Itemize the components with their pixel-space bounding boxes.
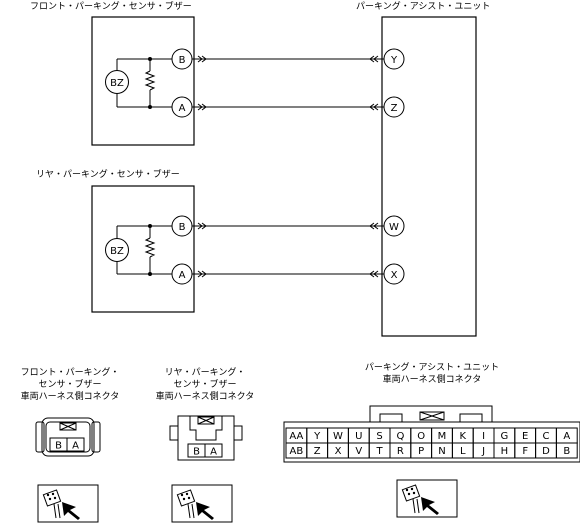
- rear-caption-line2: センサ・ブザー: [173, 378, 236, 390]
- unit-conn-cell-label: L: [460, 446, 466, 457]
- front-buzzer-title: フロント・パーキング・センサ・ブザー: [30, 0, 192, 12]
- unit-conn-cell-label: AA: [289, 431, 303, 442]
- unit-conn-cell-label: D: [542, 446, 550, 457]
- unit-conn-cell-label: Y: [313, 431, 321, 442]
- unit-conn-cell-label: M: [438, 431, 447, 442]
- rear-connector-caption: リヤ・パーキング・ センサ・ブザー 車両ハーネス側コネクタ: [156, 366, 255, 402]
- unit-pin-z-label: Z: [391, 103, 398, 114]
- front-pin-b-label: B: [179, 55, 186, 66]
- unit-caption-line2: 車両ハーネス側コネクタ: [383, 373, 482, 385]
- assist-unit-title: パーキング・アシスト・ユニット: [356, 0, 490, 12]
- unit-conn-cell-label: E: [522, 431, 528, 442]
- unit-pin-w-label: W: [389, 222, 399, 233]
- rear-probe-icon: [171, 484, 233, 523]
- unit-conn-cell-label: A: [563, 431, 570, 442]
- unit-pin-y-label: Y: [390, 55, 398, 66]
- unit-conn-cell-label: J: [481, 446, 485, 457]
- unit-pin-x-label: X: [391, 270, 398, 281]
- front-conn-cell-a-label: A: [72, 441, 79, 452]
- front-buzzer-box: BZ B A: [91, 16, 195, 146]
- front-probe-icon: [37, 484, 99, 523]
- rear-connector: B A: [169, 415, 243, 461]
- rear-buzzer-title: リヤ・パーキング・センサ・ブザー: [36, 168, 180, 180]
- unit-conn-cell-label: H: [501, 446, 509, 457]
- unit-conn-cell-label: T: [376, 446, 384, 457]
- front-connector: B A: [35, 417, 101, 457]
- unit-conn-cell-label: AB: [290, 446, 304, 457]
- unit-conn-cell-label: W: [333, 431, 343, 442]
- unit-conn-cell-label: N: [438, 446, 445, 457]
- rear-caption-line3: 車両ハーネス側コネクタ: [156, 390, 255, 402]
- unit-conn-cell-label: G: [501, 431, 509, 442]
- unit-conn-cell-label: C: [543, 431, 550, 442]
- rear-buzzer-label: BZ: [110, 246, 124, 257]
- unit-conn-cell-label: F: [522, 446, 528, 457]
- unit-conn-cell-label: R: [397, 446, 404, 457]
- front-conn-cell-a: [66, 437, 85, 452]
- rear-caption-line1: リヤ・パーキング・: [165, 366, 246, 378]
- unit-connector: AA Y W U S Q O M K I G E C A AB Z X V T R P N L J H F D B: [283, 405, 580, 463]
- unit-conn-cell: [555, 442, 578, 459]
- rear-resistor-icon: [144, 237, 156, 258]
- front-conn-cell-b-label: B: [55, 441, 62, 452]
- unit-conn-cell-label: I: [482, 431, 485, 442]
- unit-conn-cell-label: Q: [396, 431, 404, 442]
- front-caption-line1: フロント・パーキング・: [21, 366, 120, 378]
- front-buzzer-label: BZ: [110, 78, 124, 89]
- unit-connector-outline: [283, 421, 580, 463]
- unit-conn-cell-label: S: [376, 431, 382, 442]
- rear-buzzer-box: BZ B A: [91, 185, 195, 313]
- unit-conn-cell-label: V: [355, 446, 362, 457]
- wires: [192, 55, 384, 278]
- unit-conn-cell-label: B: [563, 446, 570, 457]
- assist-unit-box: Y Z W X: [381, 16, 477, 337]
- rear-conn-cell-a: [204, 443, 223, 458]
- unit-conn-cell-label: Z: [314, 446, 321, 457]
- front-caption-line2: センサ・ブザー: [38, 378, 101, 390]
- front-caption-line3: 車両ハーネス側コネクタ: [21, 390, 120, 402]
- rear-conn-cell-b-label: B: [193, 447, 200, 458]
- front-pin-a-label: A: [179, 103, 186, 114]
- unit-conn-cell-label: P: [418, 446, 424, 457]
- front-connector-caption: フロント・パーキング・ センサ・ブザー 車両ハーネス側コネクタ: [21, 366, 120, 402]
- rear-conn-cell-a-label: A: [210, 447, 217, 458]
- front-resistor-icon: [144, 70, 156, 91]
- rear-pin-a-label: A: [179, 270, 186, 281]
- unit-caption-line1: パーキング・アシスト・ユニット: [365, 361, 499, 373]
- unit-conn-cell-label: U: [355, 431, 362, 442]
- unit-conn-cell-label: X: [335, 446, 342, 457]
- unit-conn-cell-label: K: [460, 431, 467, 442]
- unit-connector-caption: パーキング・アシスト・ユニット 車両ハーネス側コネクタ: [365, 361, 499, 385]
- rear-pin-b-label: B: [179, 222, 186, 233]
- unit-probe-icon: [396, 479, 458, 518]
- unit-conn-cell-label: O: [417, 431, 425, 442]
